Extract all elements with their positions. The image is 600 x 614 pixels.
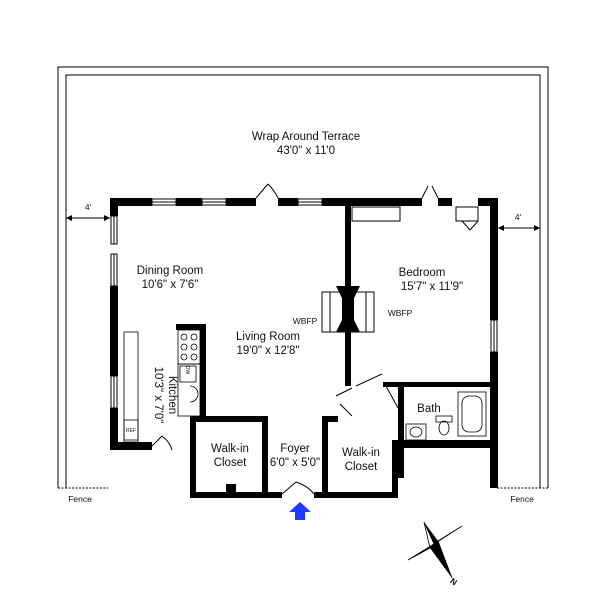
clearance-left-marker: [66, 215, 110, 221]
wbfp-left-label: WBFP: [293, 316, 318, 326]
doors: [151, 183, 479, 495]
walls: [110, 198, 498, 498]
foyer-dims: 6'0" x 5'0": [270, 457, 320, 469]
kitchen-fixtures: [123, 329, 201, 443]
dishwasher-label: DW: [184, 366, 190, 375]
walk-in-closet-left-line1: Walk-in: [211, 443, 249, 455]
bedroom-name: Bedroom: [399, 267, 446, 279]
fence-left-label: Fence: [68, 494, 92, 504]
wbfp-right-label: WBFP: [388, 308, 413, 318]
clearance-left-label: 4': [85, 202, 92, 212]
clearance-right-label: 4': [515, 212, 522, 222]
bedroom-dims: 15'7" x 11'9": [401, 281, 463, 293]
windows: [110, 198, 498, 409]
compass-north-label: N: [448, 576, 459, 588]
kitchen-dims: 10'3" x 7'0": [152, 367, 164, 424]
fireplace: [321, 286, 375, 333]
foyer-name: Foyer: [280, 443, 310, 455]
terrace-dims: 43'0" x 11'0: [277, 145, 335, 157]
dining-room-name: Dining Room: [137, 265, 203, 277]
terrace-name: Wrap Around Terrace: [252, 131, 360, 143]
bath-fixtures: [405, 391, 487, 441]
clearance-right-marker: [498, 225, 540, 231]
walk-in-closet-right-line2: Closet: [345, 461, 378, 473]
refrigerator-label: REF: [126, 428, 136, 434]
kitchen-name: Kitchen: [166, 376, 178, 414]
walk-in-closet-left-line2: Closet: [214, 457, 247, 469]
bath-name: Bath: [417, 403, 441, 415]
dining-room-dims: 10'6" x 7'6": [142, 279, 199, 291]
living-room-dims: 19'0" x 12'8": [236, 345, 299, 357]
terrace-outline: [57, 66, 549, 488]
entry-arrow-icon: [289, 502, 311, 520]
compass-rose-icon: [407, 521, 463, 579]
living-room-name: Living Room: [236, 331, 300, 343]
fence-right-label: Fence: [510, 494, 534, 504]
walk-in-closet-right-line1: Walk-in: [342, 447, 380, 459]
